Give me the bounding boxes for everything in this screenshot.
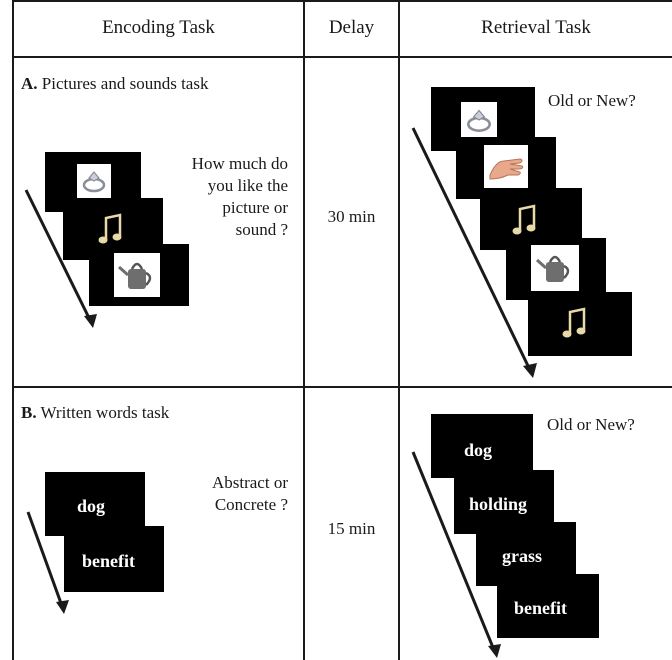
prompt-line: How much do	[191, 154, 288, 173]
encoding-word-card-2	[64, 526, 164, 592]
watering-can-icon	[118, 262, 152, 289]
retrieval-word: benefit	[514, 598, 567, 618]
watering-can-icon	[536, 255, 570, 282]
retrieval-word-card-4	[497, 574, 599, 638]
ring-icon	[467, 109, 491, 132]
section-b-letter: B.	[21, 403, 37, 422]
encoding-word: dog	[77, 496, 106, 516]
column-divider-1	[303, 0, 305, 660]
section-b-title: B. Written words task	[21, 403, 169, 423]
delay-b: 15 min	[327, 519, 376, 538]
retrieval-prompt-a: Old or New?	[548, 91, 636, 110]
header-retrieval-task: Retrieval Task	[481, 17, 591, 38]
table-left-border	[12, 0, 14, 660]
header-delay: Delay	[328, 17, 375, 38]
hand-picture	[484, 145, 528, 189]
prompt-line: sound ?	[235, 220, 288, 239]
prompt-line: you like the	[207, 176, 288, 195]
header-encoding-task: Encoding Task	[102, 17, 215, 38]
music-note-icon	[512, 203, 538, 242]
retrieval-word: dog	[464, 440, 493, 460]
encoding-prompt-a: How much do you like the picture or soun…	[150, 153, 288, 241]
section-a-title: A. Pictures and sounds task	[21, 74, 208, 94]
retrieval-word: holding	[469, 494, 528, 514]
encoding-word: benefit	[82, 551, 135, 571]
row-divider	[12, 386, 672, 388]
watering-can-picture	[114, 253, 160, 297]
column-divider-2	[398, 0, 400, 660]
retrieval-prompt-b: Old or New?	[547, 415, 635, 434]
music-note-icon	[98, 212, 124, 251]
encoding-prompt-b: Abstract or Concrete ?	[150, 472, 288, 516]
ring-picture	[461, 102, 497, 138]
retrieval-word: grass	[502, 546, 542, 566]
table-top-border	[12, 0, 672, 2]
prompt-line: Concrete ?	[214, 495, 288, 514]
ring-picture	[77, 164, 111, 198]
prompt-line: picture or	[222, 198, 288, 217]
music-note-icon	[562, 306, 588, 345]
ring-icon	[82, 171, 106, 193]
section-b-label: Written words task	[40, 403, 170, 422]
section-a-label: Pictures and sounds task	[41, 74, 209, 93]
section-a-letter: A.	[21, 74, 38, 93]
retrieval-card-5	[528, 292, 632, 356]
hand-icon	[489, 158, 524, 180]
delay-a: 30 min	[327, 207, 376, 226]
header-bottom-border	[12, 56, 672, 58]
watering-can-picture	[531, 245, 579, 291]
prompt-line: Abstract or	[211, 473, 288, 492]
